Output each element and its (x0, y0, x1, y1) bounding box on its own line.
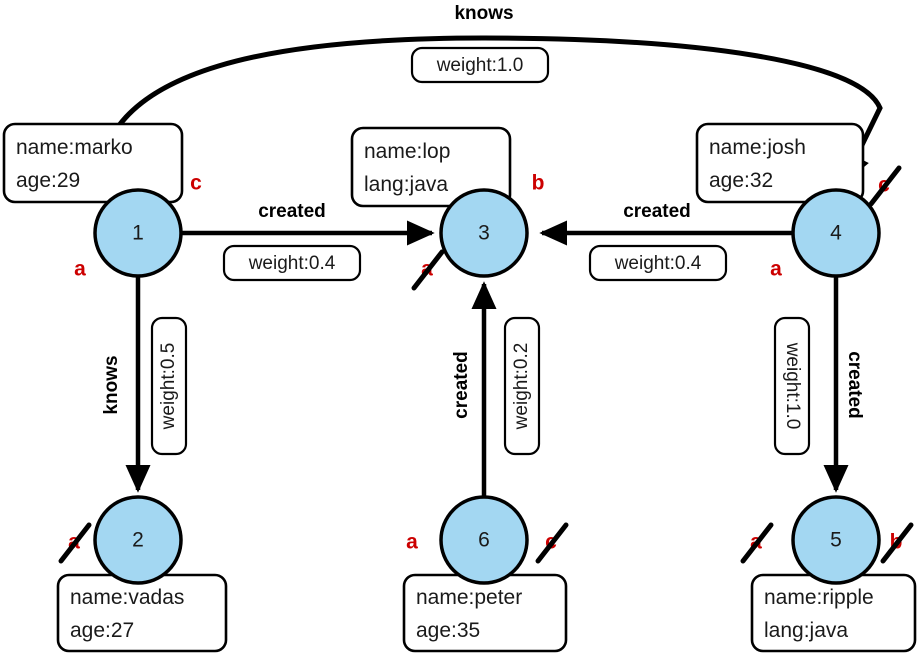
edge-label-created-6-3: created (451, 351, 472, 419)
strike-through-icon (740, 522, 774, 564)
marker-letter-text: a (406, 531, 418, 554)
marker-node2-a-struck: a (58, 522, 92, 564)
weight-box-rect (773, 316, 811, 456)
node-3[interactable]: 3 (439, 188, 529, 278)
edge-path-knows-1-4 (97, 35, 883, 197)
marker-node5-b-struck: b (880, 522, 914, 564)
node-id-label: 4 (830, 222, 842, 245)
edge-label-knows-1-4: knows (454, 3, 513, 24)
weight-label: weight:0.4 (614, 253, 702, 274)
node-id-label: 2 (132, 529, 144, 552)
prop-box-node-1: name:marko age:29 (2, 122, 184, 204)
prop-line-age: age:27 (70, 619, 134, 642)
edge-label-created-4-5: created (844, 351, 865, 419)
marker-letter-text: b (532, 172, 545, 195)
strike-through-icon (868, 165, 902, 207)
prop-box-node-2: name:vadas age:27 (56, 573, 228, 653)
prop-box-node-5: name:ripple lang:java (750, 573, 917, 653)
weight-box-knows-1-2: weight:0.5 (150, 316, 188, 456)
weight-box-rect (410, 46, 550, 84)
marker-letter-text: a (770, 258, 782, 281)
weight-box-rect (150, 316, 188, 456)
marker-node3-a-struck: a (411, 249, 445, 291)
strike-through-icon (58, 522, 92, 564)
prop-box-node-6: name:peter age:35 (402, 573, 568, 653)
marker-node1-a: a (74, 258, 86, 281)
node-circle[interactable] (439, 495, 529, 585)
marker-node1-c: c (190, 172, 202, 195)
prop-box-rect (2, 122, 184, 204)
prop-line-name: name:josh (709, 136, 806, 159)
marker-letter-text: a (74, 258, 86, 281)
prop-line-age: age:29 (16, 169, 80, 192)
marker-node4-c-struck: c (868, 165, 902, 207)
weight-label: weight:1.0 (782, 342, 803, 430)
node-circle[interactable] (93, 495, 183, 585)
weight-box-created-1-3: weight:0.4 (222, 244, 362, 282)
weight-label: weight:1.0 (436, 55, 524, 76)
marker-letter-text: c (190, 172, 202, 195)
edge-label-knows-1-2: knows (101, 355, 122, 414)
weight-label: weight:0.2 (511, 343, 532, 431)
node-circle[interactable] (791, 495, 881, 585)
edge-knows-1-4 (97, 35, 883, 197)
edge-label-created-1-3: created (258, 201, 326, 222)
strike-through-icon (411, 249, 445, 291)
node-2[interactable]: 2 (93, 495, 183, 585)
prop-line-name: name:vadas (70, 586, 184, 609)
prop-line-lang: lang:java (764, 619, 848, 642)
prop-line-name: name:lop (364, 140, 450, 163)
marker-node4-a: a (770, 258, 782, 281)
weight-box-knows-1-4: weight:1.0 (410, 46, 550, 84)
prop-box-node-3: name:lop lang:java (350, 126, 512, 208)
weight-label: weight:0.5 (158, 343, 179, 431)
strike-through-icon (535, 522, 569, 564)
prop-box-rect (350, 126, 512, 208)
prop-box-rect (695, 122, 865, 204)
weight-label: weight:0.4 (248, 253, 336, 274)
weight-box-rect (588, 244, 728, 282)
weight-box-rect (222, 244, 362, 282)
node-id-label: 5 (830, 529, 842, 552)
node-6[interactable]: 6 (439, 495, 529, 585)
marker-node5-a-struck: a (740, 522, 774, 564)
node-id-label: 1 (132, 222, 144, 245)
prop-line-name: name:peter (416, 586, 522, 609)
node-4[interactable]: 4 (791, 188, 881, 278)
node-1[interactable]: 1 (93, 188, 183, 278)
weight-box-created-4-5: weight:1.0 (773, 316, 811, 456)
weight-box-rect (503, 316, 541, 456)
node-circle[interactable] (93, 188, 183, 278)
prop-line-lang: lang:java (364, 173, 448, 196)
marker-node3-b: b (532, 172, 545, 195)
prop-line-name: name:ripple (764, 586, 874, 609)
node-circle[interactable] (791, 188, 881, 278)
strike-through-icon (880, 522, 914, 564)
prop-box-node-4: name:josh age:32 (695, 122, 865, 204)
node-5[interactable]: 5 (791, 495, 881, 585)
weight-box-created-6-3: weight:0.2 (503, 316, 541, 456)
marker-node6-a: a (406, 531, 418, 554)
prop-line-name: name:marko (16, 136, 133, 159)
node-circle[interactable] (439, 188, 529, 278)
weight-box-created-4-3: weight:0.4 (588, 244, 728, 282)
edge-label-created-4-3: created (623, 201, 691, 222)
prop-line-age: age:32 (709, 169, 773, 192)
prop-line-age: age:35 (416, 619, 480, 642)
node-id-label: 6 (478, 529, 490, 552)
node-id-label: 3 (478, 222, 490, 245)
marker-node6-c-struck: c (535, 522, 569, 564)
